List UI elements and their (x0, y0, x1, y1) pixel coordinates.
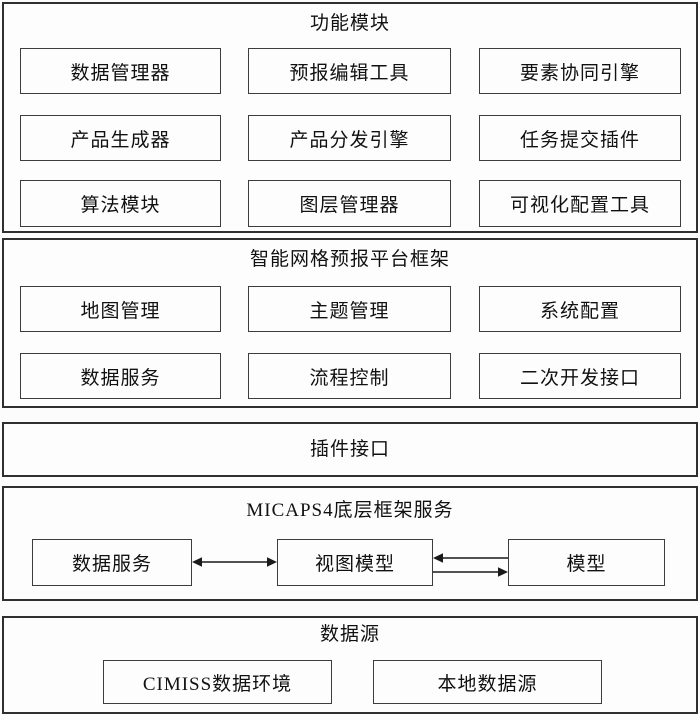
node-micaps-data-service: 数据服务 (32, 539, 192, 586)
layer-micaps4-base-framework: MICAPS4底层框架服务 数据服务 视图模型 模型 (2, 486, 698, 601)
node-data-manager: 数据管理器 (20, 48, 221, 94)
node-element-collaboration-engine: 要素协同引擎 (479, 48, 681, 94)
layer-title-smart-grid-forecast-platform: 智能网格预报平台框架 (249, 249, 450, 270)
node-process-control: 流程控制 (248, 353, 451, 399)
node-system-config: 系统配置 (479, 286, 681, 332)
node-theme-management: 主题管理 (248, 286, 451, 332)
node-layer-manager: 图层管理器 (248, 180, 451, 227)
arrow-model-to-viewmodel-icon (433, 553, 508, 563)
bidirectional-arrow-icon (192, 557, 277, 567)
layer-title-function-modules: 功能模块 (309, 13, 390, 34)
arrow-viewmodel-to-model-icon (433, 567, 508, 577)
node-map-management: 地图管理 (20, 286, 221, 332)
node-visualization-config-tool: 可视化配置工具 (479, 180, 681, 227)
node-product-distribution-engine: 产品分发引擎 (248, 115, 451, 161)
node-algorithm-module: 算法模块 (20, 180, 221, 227)
node-secondary-dev-interface: 二次开发接口 (479, 353, 681, 399)
layer-title-plugin-interface: 插件接口 (309, 438, 390, 460)
node-forecast-edit-tool: 预报编辑工具 (248, 48, 451, 94)
node-local-data-source: 本地数据源 (373, 660, 602, 704)
layer-data-sources: 数据源 CIMISS数据环境 本地数据源 (2, 616, 698, 714)
node-product-generator: 产品生成器 (20, 115, 221, 161)
node-task-submit-plugin: 任务提交插件 (479, 115, 681, 161)
layer-title-micaps4-base-framework: MICAPS4底层框架服务 (246, 500, 454, 521)
layer-smart-grid-forecast-platform: 智能网格预报平台框架 地图管理 主题管理 系统配置 数据服务 流程控制 二次开发… (2, 238, 698, 408)
node-data-service: 数据服务 (20, 353, 221, 399)
node-view-model: 视图模型 (277, 539, 433, 586)
layer-title-data-sources: 数据源 (319, 624, 380, 645)
layer-function-modules: 功能模块 数据管理器 预报编辑工具 要素协同引擎 产品生成器 产品分发引擎 任务… (2, 2, 698, 233)
node-model: 模型 (508, 539, 665, 586)
node-cimiss-data-env: CIMISS数据环境 (103, 660, 332, 704)
layer-plugin-interface: 插件接口 (2, 422, 698, 477)
